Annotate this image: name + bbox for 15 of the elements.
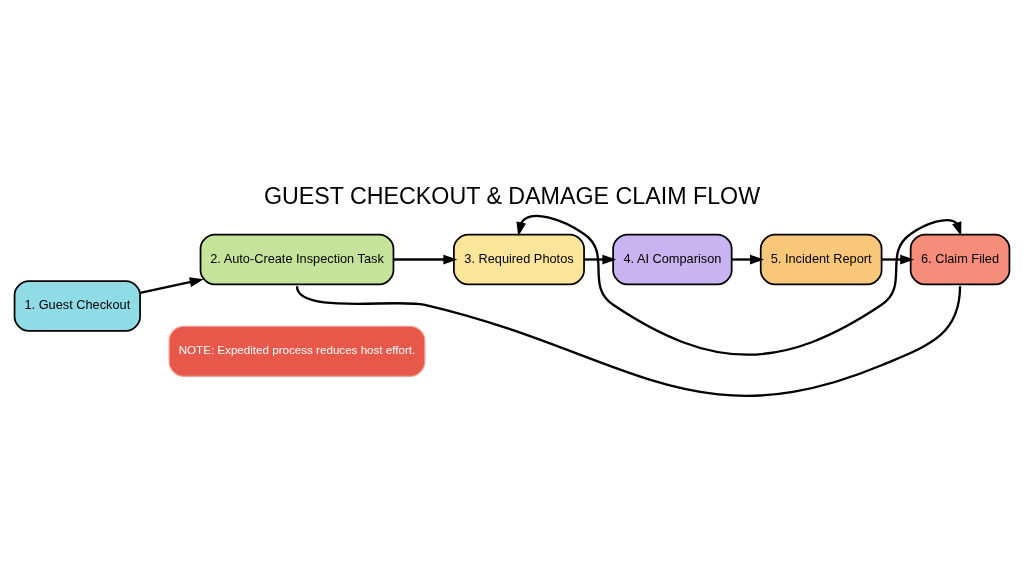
arrow — [731, 254, 764, 264]
node-box: 4. AI Comparison — [612, 233, 733, 285]
node-box: 2. Auto-Create Inspection Task — [199, 233, 395, 285]
arrow — [393, 254, 458, 264]
arrow — [139, 276, 204, 294]
node-box: NOTE: Expedited process reduces host effort. — [168, 325, 426, 377]
arrow — [584, 254, 617, 264]
node-box: 6. Claim Filed — [909, 233, 1011, 285]
connector — [295, 285, 962, 397]
node-box: 5. Incident Report — [759, 233, 883, 285]
arrow — [516, 214, 962, 356]
arrow — [881, 254, 915, 264]
node-box: 3. Required Photos — [453, 233, 585, 285]
node-box: 1. Guest Checkout — [13, 279, 141, 332]
diagram-title: GUEST CHECKOUT & DAMAGE CLAIM FLOW — [263, 182, 761, 209]
